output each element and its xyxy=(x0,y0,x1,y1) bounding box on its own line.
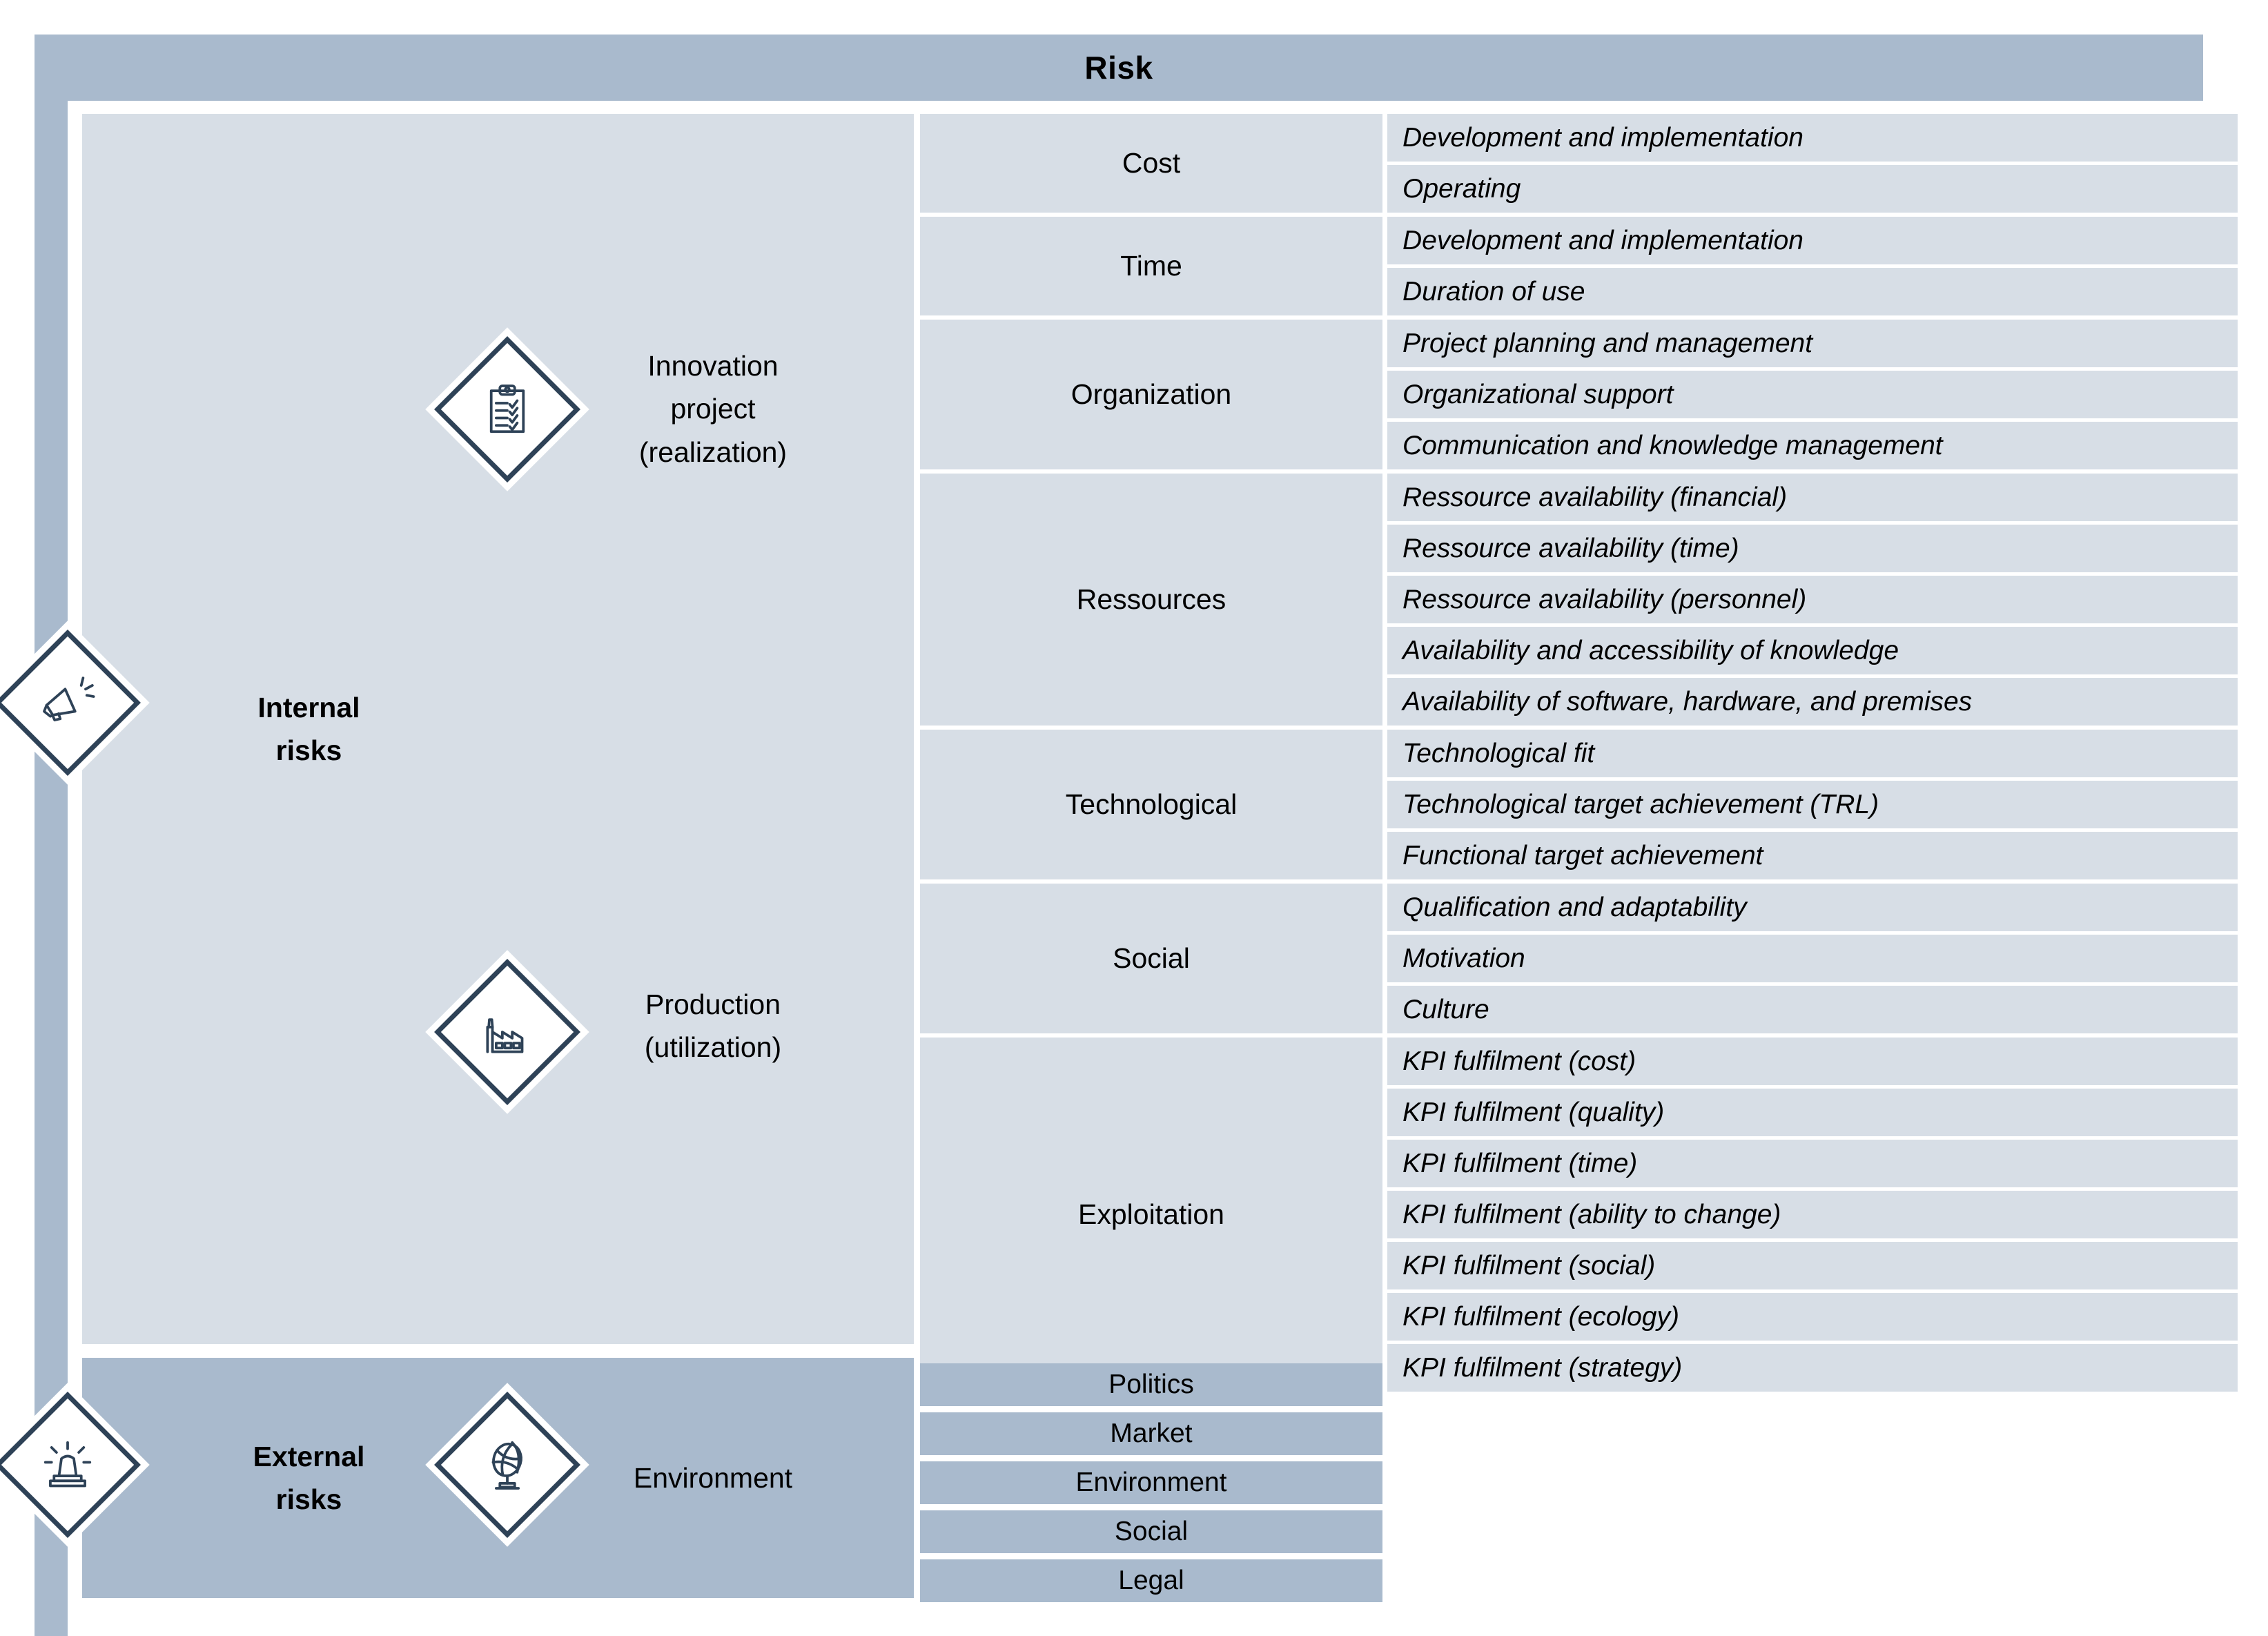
external-risk-item: Social xyxy=(920,1510,1382,1553)
category-cell: Social xyxy=(920,884,1382,1033)
diagram-header: Risk xyxy=(35,35,2203,101)
category-cell: Time xyxy=(920,217,1382,315)
risk-item: KPI fulfilment (quality) xyxy=(1387,1089,2238,1136)
globe-stand-icon xyxy=(425,1383,589,1547)
risk-item: Availability and accessibility of knowle… xyxy=(1387,627,2238,674)
category-cell: Ressources xyxy=(920,474,1382,726)
factory-icon xyxy=(425,950,589,1114)
risk-item: Functional target achievement xyxy=(1387,832,2238,879)
external-risk-item: Environment xyxy=(920,1461,1382,1504)
category-cell: Exploitation xyxy=(920,1038,1382,1392)
stage-environment: Environment xyxy=(512,1358,914,1598)
risk-item: Communication and knowledge management xyxy=(1387,422,2238,469)
risk-item: Development and implementation xyxy=(1387,114,2238,162)
left-spine-bar xyxy=(35,35,68,1636)
risk-item: Technological target achievement (TRL) xyxy=(1387,781,2238,828)
external-risk-item: Politics xyxy=(920,1363,1382,1406)
stage-production: Production(utilization) xyxy=(512,708,914,1344)
risk-item: Organizational support xyxy=(1387,371,2238,418)
risk-item: Ressource availability (time) xyxy=(1387,525,2238,572)
external-risk-item: Market xyxy=(920,1412,1382,1455)
risk-item: Development and implementation xyxy=(1387,217,2238,264)
category-cell: Cost xyxy=(920,114,1382,213)
risk-item: KPI fulfilment (ability to change) xyxy=(1387,1191,2238,1238)
siren-alarm-icon xyxy=(0,1383,150,1547)
risk-item: Ressource availability (personnel) xyxy=(1387,576,2238,623)
risk-item: Ressource availability (financial) xyxy=(1387,474,2238,521)
risk-item: Culture xyxy=(1387,986,2238,1033)
risk-item: KPI fulfilment (cost) xyxy=(1387,1038,2238,1085)
risk-item: Motivation xyxy=(1387,935,2238,982)
risk-item: Operating xyxy=(1387,165,2238,213)
risk-item: Qualification and adaptability xyxy=(1387,884,2238,931)
risk-item: Technological fit xyxy=(1387,730,2238,777)
clipboard-checklist-icon xyxy=(425,327,589,491)
risk-item: KPI fulfilment (social) xyxy=(1387,1242,2238,1289)
category-cell: Organization xyxy=(920,320,1382,469)
megaphone-icon xyxy=(0,621,150,785)
risk-item: KPI fulfilment (strategy) xyxy=(1387,1344,2238,1392)
risk-item: Project planning and management xyxy=(1387,320,2238,367)
external-risk-item: Legal xyxy=(920,1559,1382,1602)
risk-item: Duration of use xyxy=(1387,268,2238,315)
category-cell: Technological xyxy=(920,730,1382,879)
page-title: Risk xyxy=(1084,50,1153,86)
risk-item: KPI fulfilment (ecology) xyxy=(1387,1293,2238,1341)
risk-item: Availability of software, hardware, and … xyxy=(1387,678,2238,726)
risk-item: KPI fulfilment (time) xyxy=(1387,1140,2238,1187)
